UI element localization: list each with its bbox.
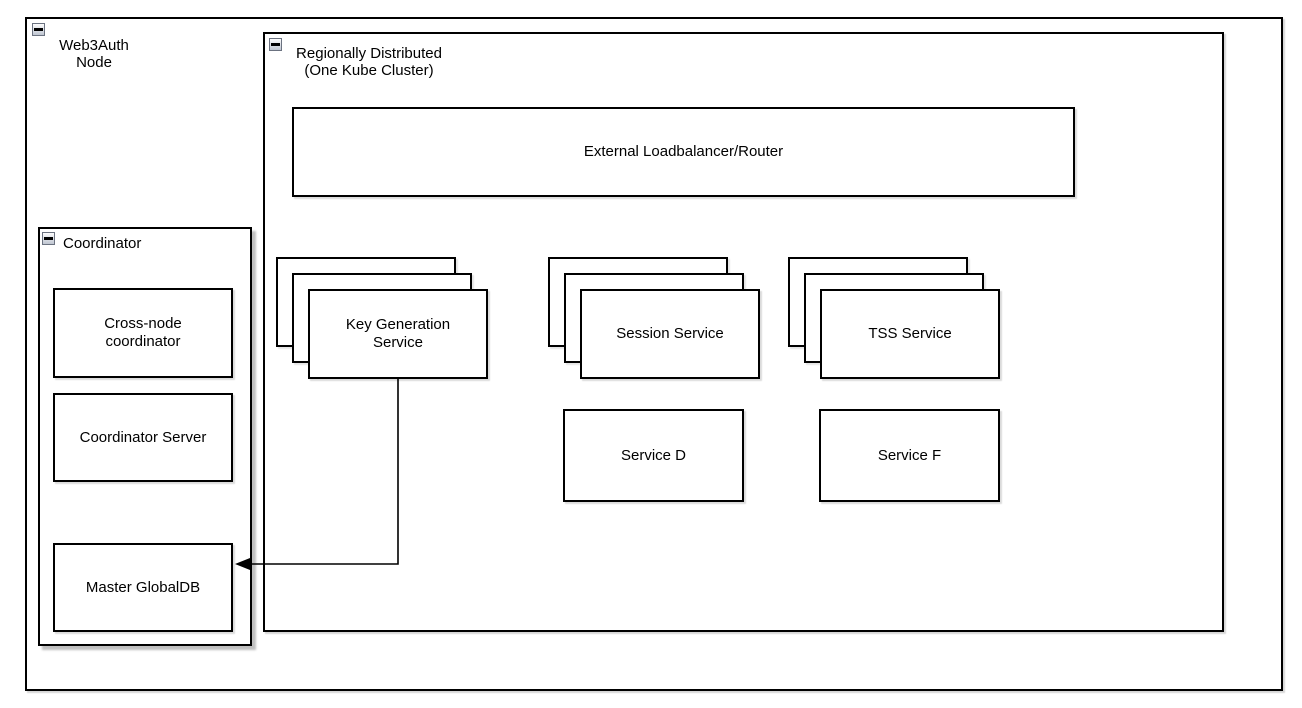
service-d-node[interactable]: Service D [563,409,744,502]
coordinator-server-node[interactable]: Coordinator Server [53,393,233,482]
tss-service-label: TSS Service [868,325,952,342]
region-label-line2: (One Kube Cluster) [304,62,434,79]
minus-icon [44,237,53,240]
collapse-minus-icon[interactable] [42,232,55,245]
coordinator-server-label: Coordinator Server [79,428,207,446]
master-globaldb-label: Master GlobalDB [85,578,201,596]
session-service-node[interactable]: Session Service [580,289,760,379]
loadbalancer-label: External Loadbalancer/Router [583,143,784,160]
region-label-line1: Regionally Distributed [296,45,442,62]
web3auth-label-line2: Node [76,54,112,71]
collapse-minus-icon[interactable] [269,38,282,51]
external-loadbalancer-node[interactable]: External Loadbalancer/Router [292,107,1075,197]
key-generation-label-line1: Key Generation [345,316,451,333]
key-generation-label-line2: Service [372,334,423,351]
master-globaldb-node[interactable]: Master GlobalDB [53,543,233,632]
web3auth-label-line1: Web3Auth [59,37,129,54]
minus-icon [271,43,280,46]
collapse-minus-icon[interactable] [32,23,45,36]
key-generation-service-node[interactable]: Key Generation Service [308,289,488,379]
web3auth-node-label: Web3Auth Node [33,37,155,71]
coordinator-group-label: Coordinator [63,235,141,252]
cross-node-label-line1: Cross-node [104,315,182,332]
region-group-label: Regionally Distributed (One Kube Cluster… [286,45,452,79]
minus-icon [34,28,43,31]
tss-service-node[interactable]: TSS Service [820,289,1000,379]
coordinator-label-text: Coordinator [63,235,142,252]
cross-node-label-line2: coordinator [105,333,181,350]
service-d-label: Service D [620,446,687,464]
service-f-label: Service F [877,446,942,464]
cross-node-coordinator-node[interactable]: Cross-node coordinator [53,288,233,378]
session-service-label: Session Service [616,325,724,342]
service-f-node[interactable]: Service F [819,409,1000,502]
